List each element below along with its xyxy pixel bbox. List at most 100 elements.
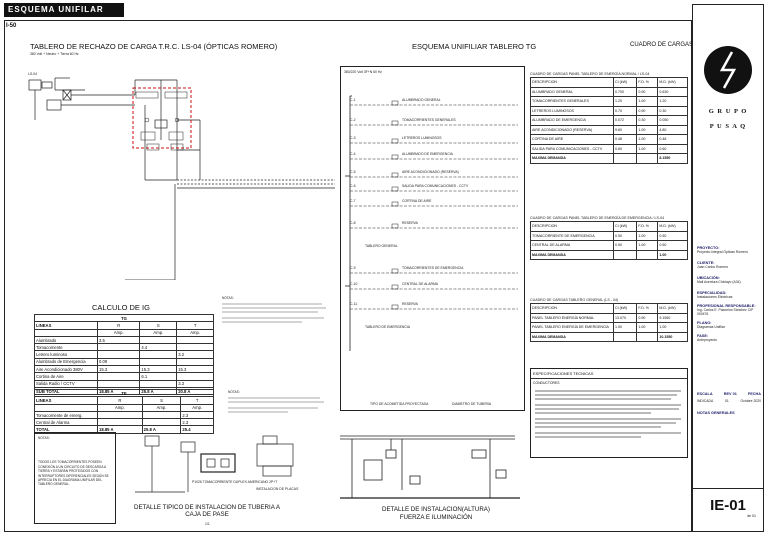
title-block-fields: PROYECTO: Proyecto integral Ópticas Rome…: [697, 246, 761, 342]
placas-label: INSTALACION DE PLACAS: [256, 487, 299, 491]
notas-generales-label: NOTAS GENERALES: [697, 411, 735, 415]
ls-label: LS-04: [28, 72, 38, 76]
unifilar-note-acometida: TIPO DE ACOMETIDA PROYECTADA: [370, 402, 429, 406]
circuit-breaker: C-11: [350, 302, 358, 306]
especificaciones-sub: CONDUCTORES: [533, 381, 560, 385]
cuadro-title: CUADRO DE CARGAS: [630, 42, 694, 48]
breaker-symbol: [391, 223, 399, 229]
load-table-general: CUADRO DE CARGAS TABLERO GENERAL (LS - 0…: [530, 298, 688, 342]
field-value: Anteproyecto: [697, 338, 717, 342]
logo-line-2: P U S A Q: [709, 123, 747, 130]
unifilar-frame: [340, 66, 525, 411]
sheet-number: IE-01: [710, 497, 746, 514]
load-table-emergencia: CUADRO DE CARGAS PANEL TABLERO DE ENERGÍ…: [530, 216, 688, 260]
detail-altura-title: DETALLE DE INSTALACION(ALTURA): [382, 506, 490, 513]
especificaciones-box: ESPECIFICACIONES TECNICAS CONDUCTORES: [530, 368, 688, 458]
breaker-symbol: [391, 186, 399, 192]
breaker-symbol: [391, 100, 399, 106]
circuit-breaker: C-10: [350, 282, 358, 286]
unifilar-circuits: C-1 ALUMBRADO GENERAL C-2 TOMACORRIENTES…: [340, 66, 525, 411]
logo-line-1: G R U P O: [708, 108, 748, 115]
circuit-label: RESERVA: [402, 221, 418, 225]
circuit-label: LETREROS LUMINOSOS: [402, 136, 442, 140]
detail-altura-drawing: [340, 435, 520, 499]
load-table-title: CUADRO DE CARGAS TABLERO GENERAL (LS - 0…: [530, 298, 619, 302]
circuit-label: AIRE ACONDICIONADO (RESERVA): [402, 170, 459, 174]
circuit-breaker: C-8: [350, 221, 356, 225]
notas-box: NOTAS: TODOS LOS TOMACORRIENTES POSEEN C…: [34, 432, 116, 524]
field-label: CLIENTE:: [697, 261, 715, 265]
sheet-number-box: IE-01 de 01: [692, 488, 764, 532]
field-label: PLANO:: [697, 321, 712, 325]
field-value: Juan Carlos Romero: [697, 265, 729, 269]
circuit-breaker: C-7: [350, 199, 356, 203]
breaker-symbol: [391, 120, 399, 126]
sheet-code: I-50: [6, 23, 17, 29]
circuit-breaker: C-1: [350, 98, 356, 102]
circuit-breaker: C-5: [350, 170, 356, 174]
field-label: ESPECIALIDAD:: [697, 291, 727, 295]
circuit-breaker: C-3: [350, 136, 356, 140]
especificaciones-text-lines: [535, 390, 681, 438]
rechazo-subtitle: 380 Volt + Neutro + Tierra 60 Hz: [30, 52, 79, 56]
field-label: UBICACIÓN:: [697, 276, 720, 280]
field-label: FASE:: [697, 334, 709, 338]
circuit-label: TOMACORRIENTES DE EMERGENCIA: [402, 266, 464, 270]
breaker-symbol: [391, 172, 399, 178]
circuit-label: ALUMBRADO GENERAL: [402, 98, 441, 102]
field-value: Ing. Carlos E. Palomino Sánchez CIP 0004…: [697, 308, 754, 316]
circuit-breaker: C-4: [350, 152, 356, 156]
notas-box-text: TODOS LOS TOMACORRIENTES POSEEN CONEXIÓN…: [38, 460, 109, 487]
detail-tuberia-title: DETALLE TIPICO DE INSTALACION DE TUBERIA…: [133, 504, 281, 518]
load-table-title: CUADRO DE CARGAS PANEL TABLERO DE ENERGÍ…: [530, 216, 665, 220]
breaker-symbol: [391, 304, 399, 310]
drawing-frame: [4, 20, 692, 532]
breaker-symbol: [391, 284, 399, 290]
note-1-title: NOTAS:: [222, 296, 234, 300]
load-table-normal: CUADRO DE CARGAS PANEL TABLERO DE ENERGÍ…: [530, 72, 688, 164]
notas-box-title: NOTAS:: [38, 436, 50, 440]
rechazo-diagram: [28, 77, 335, 280]
detail-tuberia-drawing: [135, 435, 294, 493]
field-value: Mall Aventura Chiclayo (A34): [697, 280, 741, 284]
note-2-lines: [228, 397, 324, 413]
escala-row: ESCALA REV 01 FECHA: [697, 392, 761, 396]
unifilar-main-note: 380/220 Volt 3F+N 60 Hz: [344, 70, 382, 74]
detail-scale: 1/1: [205, 522, 210, 526]
circuit-breaker: C-2: [350, 118, 356, 122]
load-table-title: CUADRO DE CARGAS PANEL TABLERO DE ENERGÍ…: [530, 72, 650, 76]
toma-label: P1026 TOMACORRIENTE DUPLEX AMERICANO 2P+…: [192, 480, 278, 484]
field-value: Diagramas Unifilar: [697, 325, 725, 329]
sheet-tab: ESQUEMA UNIFILAR: [4, 3, 124, 17]
circuit-label: RESERVA: [402, 302, 418, 306]
field-value: Proyecto integral Ópticas Romero: [697, 250, 748, 254]
breaker-symbol: [391, 268, 399, 274]
detail-altura-subtitle: FUERZA E ILUMINACIÓN: [399, 514, 473, 521]
title-block: [692, 4, 764, 532]
note-2-title: NOTAS:: [228, 390, 240, 394]
breaker-symbol: [391, 138, 399, 144]
calculo-title: CALCULO DE IG: [92, 303, 150, 312]
te-label: TABLERO DE EMERGENCIA: [365, 325, 410, 329]
circuit-breaker: C-6: [350, 184, 356, 188]
field-value: Instalaciones Eléctricas: [697, 295, 733, 299]
unifilar-title: ESQUEMA UNIFILIAR TABLERO TG: [412, 42, 537, 51]
circuit-label: CENTRAL DE ALARMA: [402, 282, 439, 286]
note-1-lines: [222, 303, 326, 323]
unifilar-diagram: [345, 95, 518, 351]
unifilar-note-tuberia: DIAMETRO DE TUBERIA: [452, 402, 492, 406]
grupo-pusaq-logo-icon: [704, 46, 752, 94]
circuit-label: TOMACORRIENTES GENERALES: [402, 118, 456, 122]
circuit-breaker: C-9: [350, 266, 356, 270]
especificaciones-title: ESPECIFICACIONES TECNICAS: [531, 369, 687, 379]
field-label: PROFESIONAL RESPONSABLE:: [697, 304, 756, 308]
tg-label: TABLERO GENERAL: [365, 244, 398, 248]
breaker-symbol: [391, 154, 399, 160]
sheet-of: de 01: [747, 514, 756, 518]
